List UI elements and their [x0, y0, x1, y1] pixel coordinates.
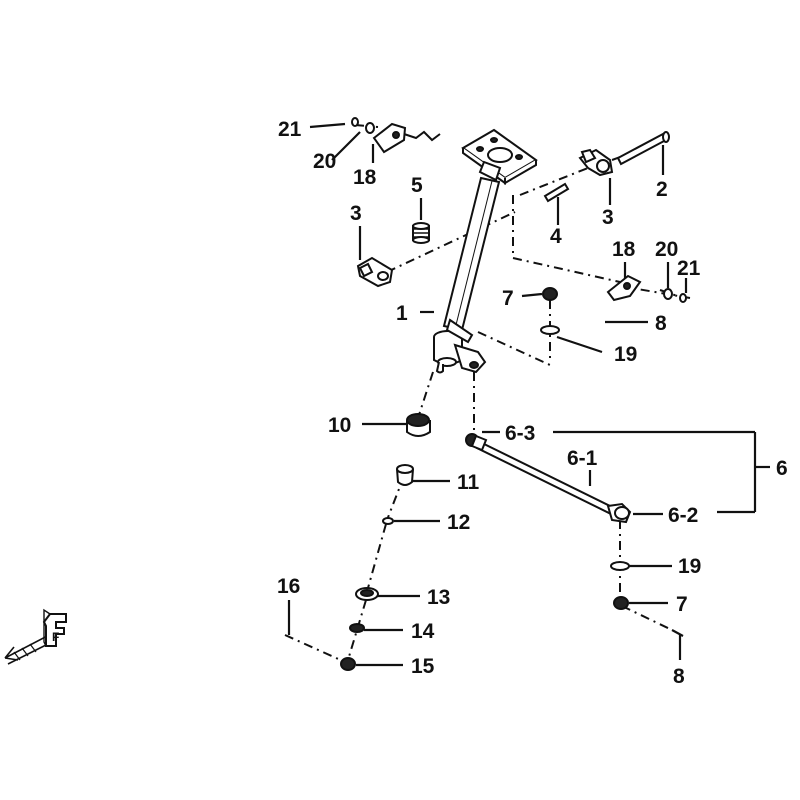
label-16: 16 — [277, 575, 300, 598]
nut-part-7-lower — [613, 596, 629, 610]
pivot-bracket-left-part-3 — [356, 256, 394, 288]
label-14: 14 — [411, 620, 435, 643]
bolt-part-2 — [616, 131, 670, 166]
label-18-top-left: 18 — [353, 166, 377, 189]
bushing-part-10 — [406, 413, 431, 437]
label-6-1: 6-1 — [567, 447, 598, 470]
label-11: 11 — [457, 471, 480, 494]
leader-lines — [287, 122, 770, 667]
label-6-3: 6-3 — [505, 422, 535, 445]
label-3-left: 3 — [350, 202, 362, 225]
tie-rod-assembly-part-6 — [465, 433, 632, 524]
label-6: 6 — [776, 457, 788, 480]
bearing-part-13 — [355, 587, 379, 601]
part-number-labels: 21 20 18 5 3 2 3 4 18 20 21 7 8 1 19 10 … — [277, 118, 788, 688]
lever-assembly-top-left — [351, 117, 441, 154]
label-7-lower: 7 — [676, 593, 688, 616]
label-3-right: 3 — [602, 206, 614, 229]
front-marker-letter: F — [52, 630, 59, 644]
label-2: 2 — [656, 178, 668, 201]
label-21-right: 21 — [677, 257, 701, 280]
label-12: 12 — [447, 511, 470, 534]
nut-part-7-upper — [542, 287, 558, 301]
label-6-2: 6-2 — [668, 504, 698, 527]
label-15: 15 — [411, 655, 435, 678]
label-7-upper: 7 — [502, 287, 514, 310]
lever-assembly-right — [606, 274, 687, 303]
label-18-right: 18 — [612, 238, 636, 261]
washer-part-14 — [349, 623, 365, 633]
label-10: 10 — [328, 414, 351, 437]
label-13: 13 — [427, 586, 450, 609]
label-19-upper: 19 — [614, 343, 637, 366]
label-20-top-left: 20 — [313, 150, 336, 173]
spring-part-5 — [412, 222, 430, 244]
label-8-lower: 8 — [673, 665, 685, 688]
label-21-top-left: 21 — [278, 118, 302, 141]
ring-part-12 — [382, 517, 394, 525]
label-8-upper: 8 — [655, 312, 667, 335]
collar-part-11 — [396, 464, 414, 486]
label-4: 4 — [550, 225, 562, 248]
front-direction-arrow-icon — [4, 608, 67, 665]
steering-column-shaft — [433, 128, 538, 374]
pin-part-4 — [543, 182, 570, 203]
label-1: 1 — [396, 302, 408, 325]
washer-part-19-lower — [610, 561, 630, 571]
nut-part-15 — [340, 657, 356, 671]
pivot-bracket-right-part-3 — [578, 148, 614, 177]
label-19-lower: 19 — [678, 555, 701, 578]
label-5: 5 — [411, 174, 423, 197]
washer-part-19-upper — [540, 325, 560, 335]
label-20-right: 20 — [655, 238, 678, 261]
